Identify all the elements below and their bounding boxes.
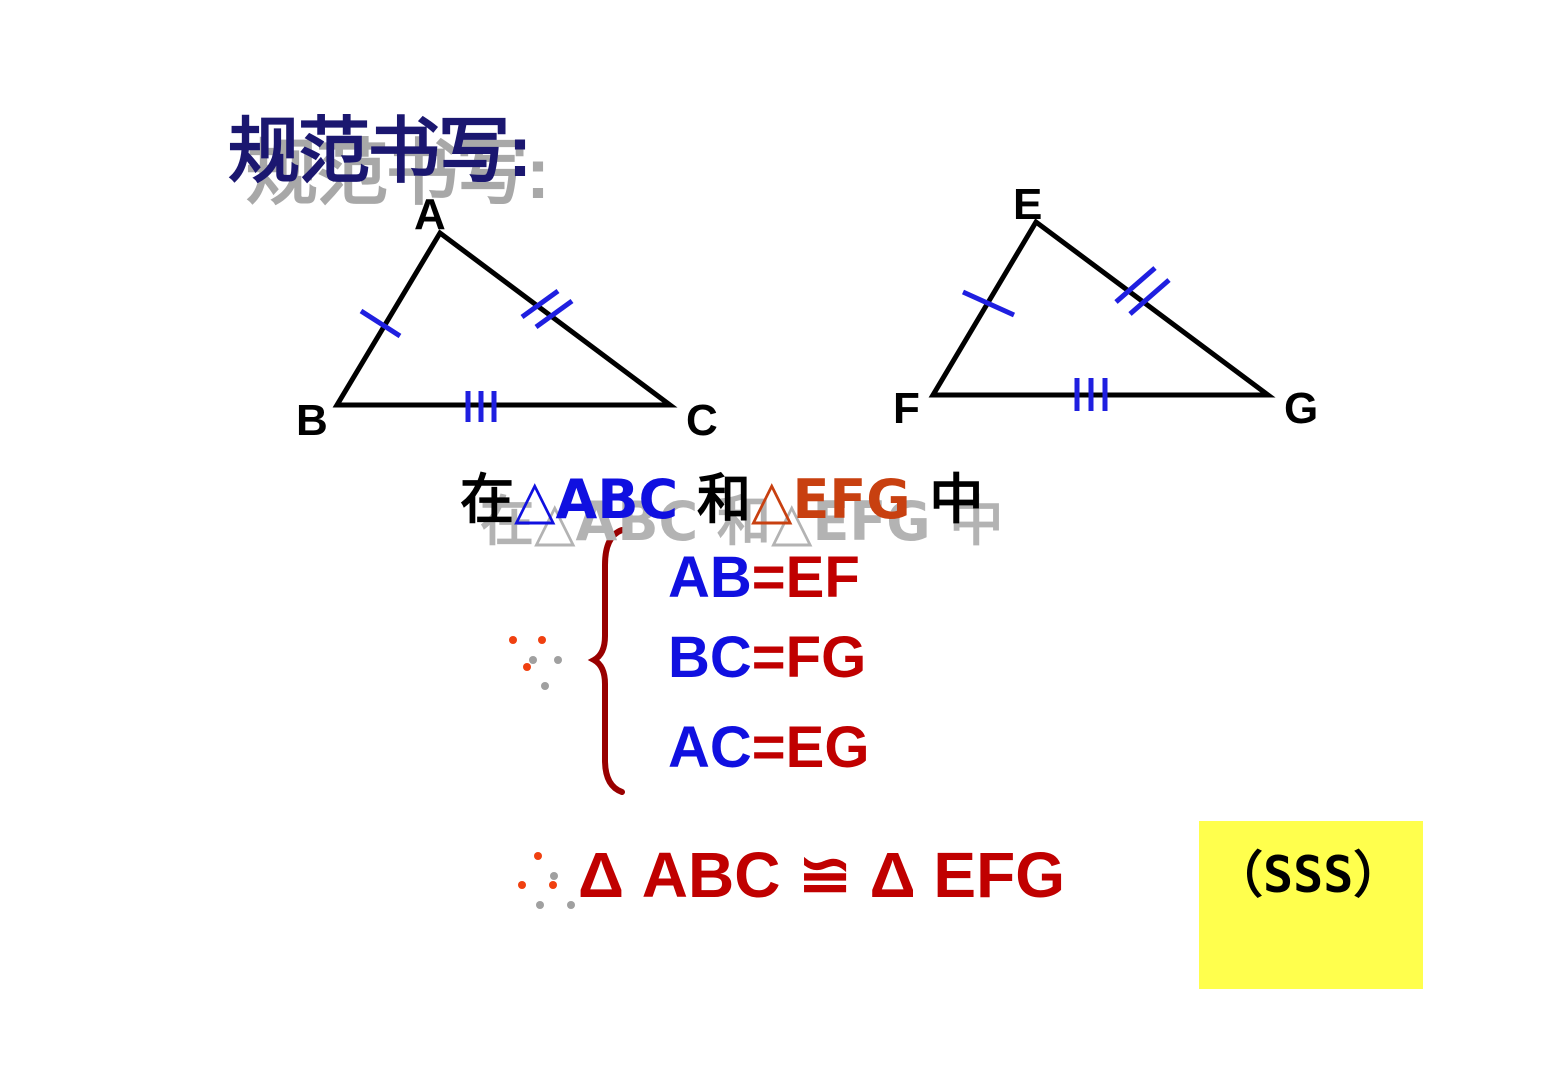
vertex-label-e: E (1013, 180, 1043, 229)
condition-right: FG (785, 625, 867, 690)
condition-left: BC (668, 625, 752, 690)
tri2-symbol: △ (750, 468, 793, 531)
condition-left: AB (668, 545, 752, 610)
page-title: 规范书写: (228, 112, 532, 192)
tick-marks-efg (961, 266, 1171, 411)
tri1-symbol-shadow: △ (534, 490, 576, 553)
page-title-shadow: 规范书写: (246, 134, 550, 214)
tri1-symbol: △ (514, 468, 556, 531)
condition-bc-fg: BC=FG (668, 624, 866, 691)
tri2-name: EFG (792, 468, 911, 531)
condition-ab-ef: AB=EF (668, 544, 860, 611)
condition-left: AC (668, 715, 752, 780)
vertex-label-f: F (893, 384, 920, 433)
condition-eq: = (751, 545, 786, 610)
in-prefix-shadow: 在 (480, 490, 534, 553)
vertex-label-b: B (296, 396, 328, 445)
conjunction: 和 (696, 468, 751, 531)
because-symbol (509, 636, 562, 690)
condition-right: EG (785, 715, 870, 780)
curly-brace (587, 527, 625, 795)
condition-eq: = (751, 715, 786, 780)
in-statement: 在△ABC 和△EFG 中 (460, 455, 983, 534)
tri1-name: ABC (555, 468, 679, 531)
condition-ac-eg: AC=EG (668, 714, 869, 781)
tick-marks-abc (359, 288, 574, 422)
therefore-symbol (518, 852, 575, 909)
condition-right: EF (785, 545, 860, 610)
vertex-label-a: A (414, 190, 446, 239)
vertex-label-g: G (1284, 384, 1319, 433)
triangle-abc (332, 229, 678, 408)
tri2-name-shadow: EFG (812, 490, 931, 553)
tri1-name-shadow: ABC (575, 490, 699, 553)
triangle-efg (928, 218, 1276, 398)
conjunction-shadow: 和 (716, 490, 771, 553)
conclusion: Δ ABC ≌ Δ EFG (578, 839, 1065, 911)
in-prefix: 在 (460, 468, 514, 531)
in-statement-shadow: 在△ABC 和△EFG 中 (480, 477, 1003, 556)
reason-box: （SSS） (1199, 821, 1423, 989)
in-suffix: 中 (929, 468, 984, 531)
in-suffix-shadow: 中 (949, 490, 1004, 553)
condition-eq: = (751, 625, 786, 690)
reason-text: （SSS） (1213, 846, 1404, 904)
vertex-label-c: C (686, 396, 718, 445)
tri2-symbol-shadow: △ (770, 490, 813, 553)
